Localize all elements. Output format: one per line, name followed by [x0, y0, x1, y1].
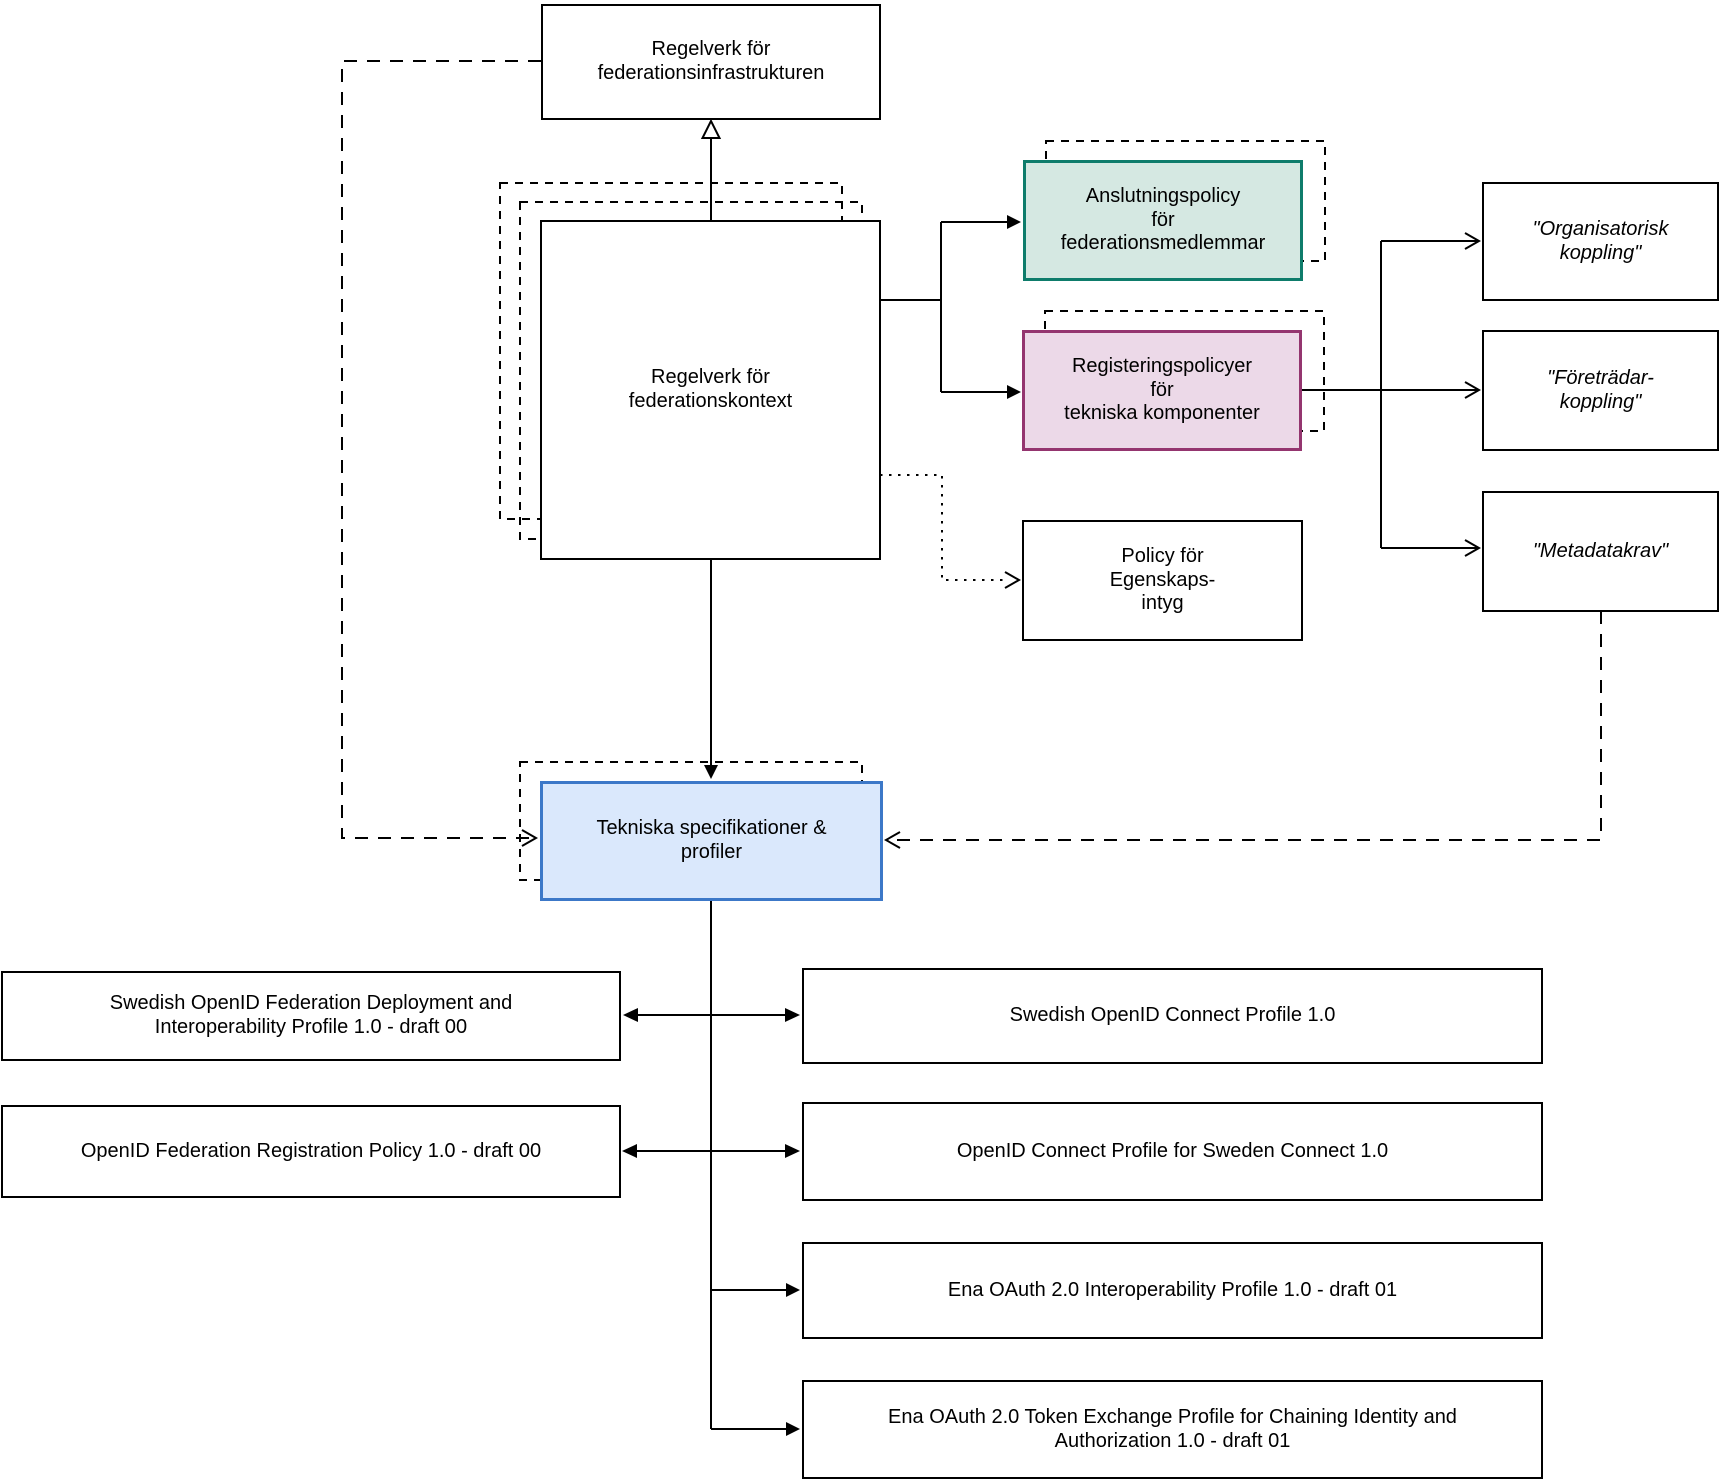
edge-spine-to-ena-interop	[711, 1283, 800, 1297]
edge-context-to-egenskapsintyg	[880, 474, 1022, 589]
edge-spine-to-ena-token-exchange	[711, 1422, 800, 1436]
node-swedish-deployment-interop-profile: Swedish OpenID Federation Deployment and…	[1, 971, 621, 1061]
node-tekniska-specifikationer: Tekniska specifikationer & profiler	[540, 781, 883, 901]
edge-context-to-infra	[700, 118, 722, 220]
edge-context-to-policies-branch	[880, 215, 1021, 399]
edge-reg-policy-sweden-connect	[622, 1144, 800, 1158]
node-metadatakrav: "Metadatakrav"	[1482, 491, 1719, 612]
edge-deploy-profile-oidc-profile	[623, 1008, 800, 1022]
node-openid-federation-registration-policy: OpenID Federation Registration Policy 1.…	[1, 1105, 621, 1198]
edge-registering-to-quotes-branch	[1301, 232, 1482, 557]
node-anslutningspolicy: Anslutningspolicy för federationsmedlemm…	[1023, 160, 1303, 281]
edge-metadatakrav-to-tekniska	[883, 611, 1602, 849]
node-registeringspolicyer: Registeringspolicyer för tekniska kompon…	[1022, 330, 1302, 451]
edge-context-to-tekniska	[704, 560, 718, 779]
node-swedish-openid-connect-profile: Swedish OpenID Connect Profile 1.0	[802, 968, 1543, 1064]
node-regelverk-federationskontext: Regelverk för federationskontext	[540, 220, 881, 560]
node-ena-oauth-interop-profile: Ena OAuth 2.0 Interoperability Profile 1…	[802, 1242, 1543, 1339]
node-foretradar-koppling: "Företrädar- koppling"	[1482, 330, 1719, 451]
node-ena-oauth-token-exchange-profile: Ena OAuth 2.0 Token Exchange Profile for…	[802, 1380, 1543, 1479]
node-policy-egenskapsintyg: Policy för Egenskaps- intyg	[1022, 520, 1303, 641]
edge-infra-to-tekniska	[341, 60, 541, 847]
node-organisatorisk-koppling: "Organisatorisk koppling"	[1482, 182, 1719, 301]
node-regelverk-federationsinfrastrukturen: Regelverk för federationsinfrastrukturen	[541, 4, 881, 120]
node-oidc-profile-sweden-connect: OpenID Connect Profile for Sweden Connec…	[802, 1102, 1543, 1201]
